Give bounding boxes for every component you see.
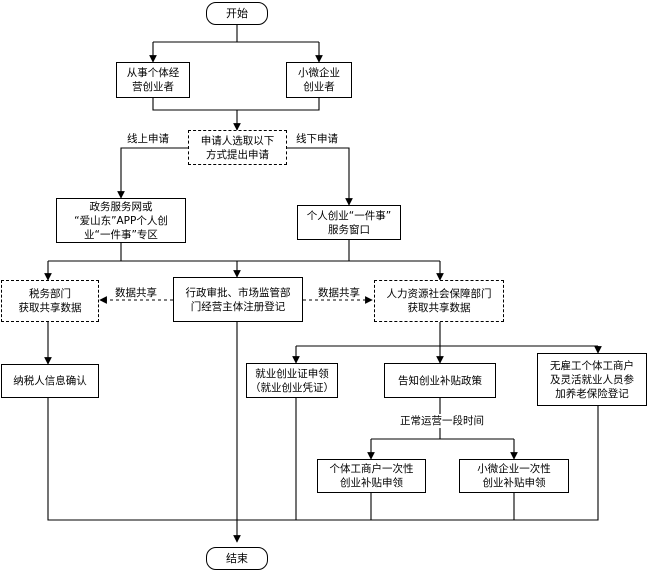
subsidy-policy-node: 告知创业补贴政策 [384,363,496,398]
hr-line-1: 人力资源社会保障部门 [386,288,492,300]
end-label: 结束 [226,551,248,565]
individual-line-2: 营创业者 [132,81,174,93]
taxpayer-confirm-node: 纳税人信息确认 [1,364,99,398]
micro-subsidy-line-1: 小微企业一次性 [477,463,551,475]
choose-method-node: 申请人选取以下方式提出申请 [188,130,287,165]
choose-line-1: 申请人选取以下 [200,134,275,147]
online-line-3: 业“一件事”专区 [84,228,158,241]
data-share-right-label: 数据共享 [318,287,360,299]
admin-line-1: 行政审批、市场监管部 [185,286,291,299]
micro-subsidy-node: 小微企业一次性创业补贴申领 [459,459,569,493]
normal-operation-label: 正常运营一段时间 [398,414,486,428]
start-node: 开始 [206,2,268,25]
offline-line-1: 个人创业“一件事” [306,209,392,222]
micro-enterprise-node: 小微企业创业者 [286,62,352,98]
arrow-offline [287,147,353,206]
tax-department-node: 税务部门获取共享数据 [1,280,99,322]
connector-start-split [153,25,319,43]
employ-line-1: 就业创业证申领 [255,367,329,380]
employ-line-2: （就业创业凭证） [250,381,334,394]
micro-line-2: 创业者 [303,81,335,93]
connector-online-offline [48,240,440,262]
ind-subsidy-line-2: 创业补贴申领 [340,477,403,489]
online-line-1: 政务服务网或 [89,200,153,213]
online-service-node: 政务服务网或“爱山东”APP个人创业“一件事”专区 [56,198,186,243]
pension-line-3: 加养老保险登记 [555,387,629,400]
ind-subsidy-line-1: 个体工商户一次性 [329,463,414,475]
online-apply-label: 线上申请 [127,133,169,145]
connector-hr-split [296,322,598,347]
offline-line-2: 服务窗口 [327,223,370,236]
admin-line-2: 门经营主体注册登记 [190,300,286,313]
end-node: 结束 [206,547,268,570]
individual-line-1: 从事个体经 [126,67,180,79]
connector-merge [152,98,320,111]
admin-registration-node: 行政审批、市场监管部门经营主体注册登记 [173,277,303,322]
pension-line-2: 及灵活就业人员参 [550,373,634,386]
choose-line-2: 方式提出申请 [206,148,269,161]
start-label: 开始 [226,6,248,20]
pension-registration-node: 无雇工个体工商户及灵活就业人员参加养老保险登记 [537,353,647,406]
offline-apply-label: 线下申请 [296,133,338,145]
tax-line-2: 获取共享数据 [18,302,82,314]
micro-line-1: 小微企业 [298,67,340,79]
employment-certificate-node: 就业创业证申领（就业创业凭证） [246,363,338,398]
individual-entrepreneur-node: 从事个体经营创业者 [116,62,190,98]
individual-subsidy-node: 个体工商户一次性创业补贴申领 [317,459,426,493]
hr-line-2: 获取共享数据 [407,302,471,314]
arrow-online [117,147,188,199]
connector-bottom-merge [47,398,599,521]
hr-social-security-node: 人力资源社会保障部门获取共享数据 [374,280,504,322]
subsidy-label: 告知创业补贴政策 [398,374,482,387]
online-line-2: “爱山东”APP个人创 [74,214,168,227]
pension-line-1: 无雇工个体工商户 [550,359,634,372]
tax-line-1: 税务部门 [29,288,71,300]
taxpayer-label: 纳税人信息确认 [13,375,87,387]
data-share-left-label: 数据共享 [115,287,157,299]
offline-window-node: 个人创业“一件事”服务窗口 [297,205,401,240]
micro-subsidy-line-2: 创业补贴申领 [482,477,546,489]
